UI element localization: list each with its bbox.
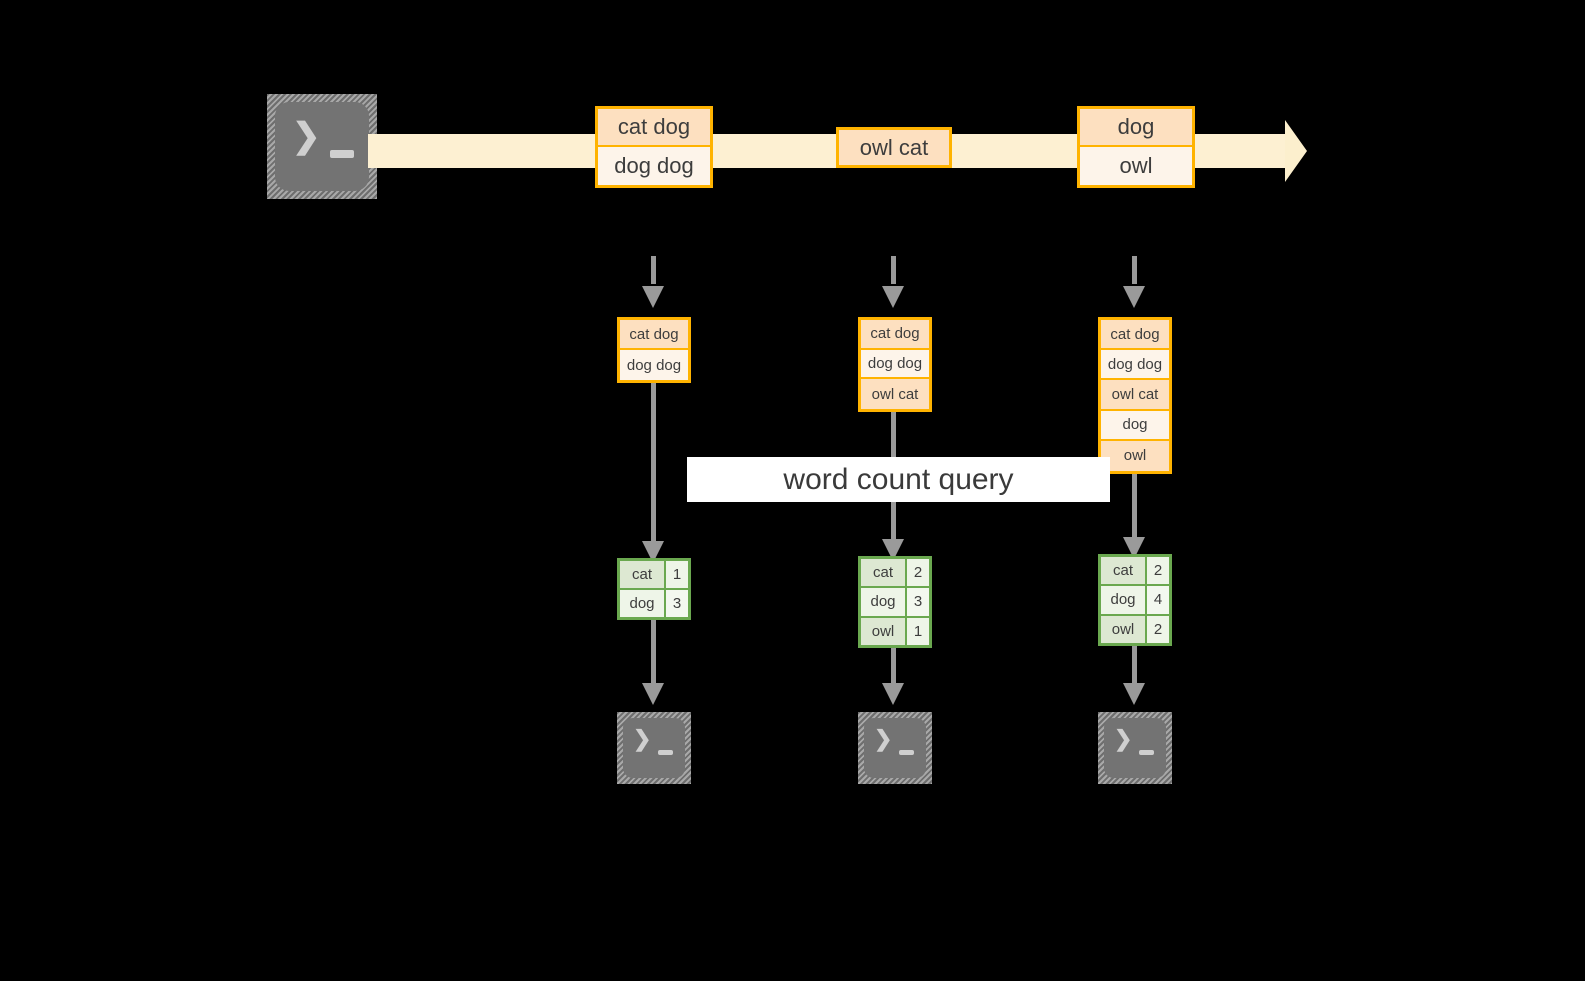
table-row: dog 3 [861,588,929,618]
dashed-drop-arrowhead-3 [1123,286,1145,308]
terminal-prompt-cursor [330,150,354,158]
table-row: cat 2 [861,559,929,589]
table-row: cat 2 [1101,557,1169,587]
stream-arrow-head-icon [1285,120,1307,182]
result-count: 1 [666,561,688,588]
result-count: 1 [907,617,929,645]
stream-record-3[interactable]: dog owl [1077,106,1195,188]
record-line: cat dog [620,320,688,350]
result-count: 3 [907,588,929,616]
dashed-drop-arrowhead-1 [642,286,664,308]
snapshot-2-input-box[interactable]: cat dog dog dog owl cat [858,317,932,412]
terminal-prompt-chevron: ❯ [633,726,652,751]
snapshot-2-result-table[interactable]: cat 2 dog 3 owl 1 [858,556,932,648]
result-word: dog [620,590,666,617]
record-line: owl [1080,147,1192,185]
table-row: cat 1 [620,561,688,590]
dashed-drop-line-3 [1132,256,1137,284]
terminal-body: ❯ [623,718,685,778]
record-line: dog dog [620,350,688,380]
terminal-prompt-chevron: ❯ [292,117,321,155]
terminal-prompt-cursor [899,750,914,755]
table-row: dog 4 [1101,586,1169,616]
dashed-drop-line-2 [891,256,896,284]
record-line: owl [1101,440,1169,471]
terminal-body: ❯ [1104,718,1166,778]
stream-record-2[interactable]: owl cat [836,127,952,168]
result-word: cat [1101,557,1147,585]
terminal-body: ❯ [864,718,926,778]
snapshot-3-result-table[interactable]: cat 2 dog 4 owl 2 [1098,554,1172,646]
record-line: owl cat [1101,380,1169,411]
snapshot-3-sink-arrowhead [1123,683,1145,705]
snapshot-1-sink-terminal-icon: ❯ [617,712,691,784]
result-count: 2 [907,559,929,587]
snapshot-3-sink-line [1132,646,1137,688]
stream-record-1[interactable]: cat dog dog dog [595,106,713,188]
result-count: 2 [1147,615,1169,643]
terminal-body: ❯ [275,102,369,191]
table-row: owl 1 [861,617,929,645]
record-line: owl cat [839,130,949,165]
snapshot-2-query-arrowhead [882,539,904,561]
snapshot-3-input-box[interactable]: cat dog dog dog owl cat dog owl [1098,317,1172,474]
table-row: dog 3 [620,590,688,617]
snapshot-2-sink-terminal-icon: ❯ [858,712,932,784]
dashed-drop-line-1 [651,256,656,284]
snapshot-2-sink-line [891,648,896,688]
record-line: dog [1101,410,1169,441]
result-count: 4 [1147,586,1169,614]
snapshot-1-sink-line [651,620,656,688]
record-line: dog dog [1101,350,1169,381]
result-word: owl [861,617,907,645]
source-terminal-icon: ❯ [267,94,377,199]
result-word: dog [861,588,907,616]
snapshot-1-query-arrowhead [642,541,664,563]
snapshot-1-sink-arrowhead [642,683,664,705]
result-count: 2 [1147,557,1169,585]
record-line: cat dog [1101,320,1169,351]
result-word: owl [1101,615,1147,643]
terminal-prompt-chevron: ❯ [1114,726,1133,751]
snapshot-3-sink-terminal-icon: ❯ [1098,712,1172,784]
result-word: cat [861,559,907,587]
snapshot-1-result-table[interactable]: cat 1 dog 3 [617,558,691,620]
result-word: dog [1101,586,1147,614]
record-line: dog dog [598,147,710,185]
terminal-prompt-cursor [1139,750,1154,755]
snapshot-3-query-line [1132,474,1137,547]
record-line: dog [1080,109,1192,147]
terminal-prompt-cursor [658,750,673,755]
snapshot-2-sink-arrowhead [882,683,904,705]
snapshot-1-query-line [651,383,656,548]
query-label: word count query [687,457,1110,502]
result-word: cat [620,561,666,588]
result-count: 3 [666,590,688,617]
table-row: owl 2 [1101,615,1169,643]
record-line: cat dog [861,320,929,350]
terminal-prompt-chevron: ❯ [874,726,893,751]
record-line: dog dog [861,349,929,380]
dashed-drop-arrowhead-2 [882,286,904,308]
record-line: owl cat [861,379,929,409]
record-line: cat dog [598,109,710,147]
snapshot-1-input-box[interactable]: cat dog dog dog [617,317,691,383]
snapshot-3-query-arrowhead [1123,537,1145,559]
